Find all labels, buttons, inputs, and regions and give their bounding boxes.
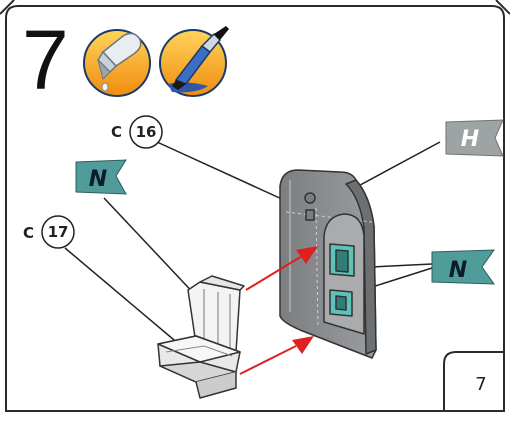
- color-flag-letter: H: [461, 127, 479, 152]
- color-flag-seat: N: [75, 159, 127, 195]
- page-frame-top-left-corner: [0, 0, 15, 15]
- glue-bottle-icon: [83, 29, 151, 97]
- part-callout-c17: C 17: [23, 215, 75, 249]
- page-number: 7: [475, 374, 486, 395]
- assembly-arrows: [239, 246, 318, 375]
- paintbrush-icon: [159, 26, 229, 97]
- color-flag-letter: N: [89, 167, 107, 192]
- color-flag-letter: N: [449, 258, 467, 283]
- color-flag-panel: N: [431, 249, 495, 285]
- part-number: 16: [136, 123, 157, 141]
- assembly-arrow-lower: [239, 336, 314, 375]
- page-frame-top-right-corner: [495, 0, 510, 15]
- step-number: 7: [22, 13, 69, 107]
- panel-part-illustration: [279, 169, 377, 359]
- part-prefix: C: [23, 224, 34, 242]
- part-callout-c16: C 16: [111, 115, 163, 149]
- seat-part-illustration: [157, 275, 245, 399]
- page-number-tab: 7: [443, 351, 504, 411]
- assembly-arrow-upper: [245, 246, 318, 291]
- part-number: 17: [48, 223, 69, 241]
- part-prefix: C: [111, 123, 122, 141]
- page-frame: [5, 5, 505, 412]
- color-flag-top: H: [445, 119, 504, 157]
- leader-lines: [64, 141, 441, 346]
